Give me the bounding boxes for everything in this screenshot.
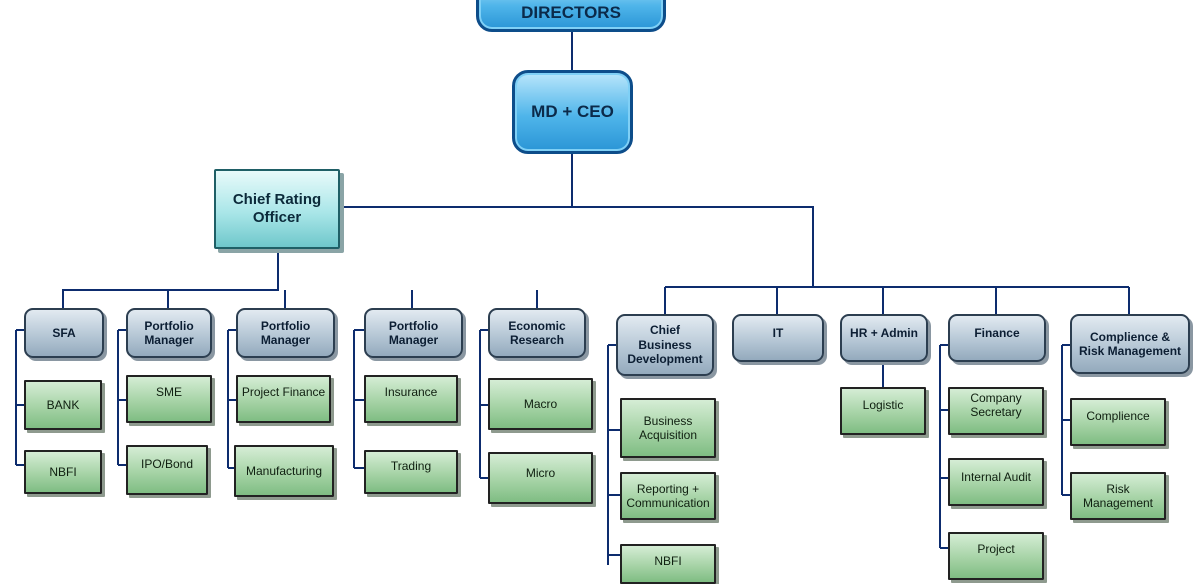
unit-head-portfolio-manager-1: Portfolio Manager <box>126 308 212 358</box>
line-sfa-children <box>15 329 24 466</box>
line-cro-bus <box>62 248 538 308</box>
connector-paths <box>15 30 1130 565</box>
leaf-label: Macro <box>523 396 558 411</box>
unit-head-label: Finance <box>974 326 1020 340</box>
line-fin-children <box>939 344 948 549</box>
unit-head-hr-admin: HR + Admin <box>840 314 928 362</box>
leaf-label: Project <box>977 542 1015 556</box>
line-cbd-children <box>607 344 620 565</box>
line-pm1-children <box>117 329 126 466</box>
leaf-internal-audit: Internal Audit <box>948 458 1044 506</box>
leaf-company-secretary: Company Secretary <box>948 387 1044 435</box>
md-ceo-box: MD + CEO <box>512 70 633 154</box>
leaf-label: Logistic <box>862 398 904 412</box>
connector-lines <box>15 30 1130 565</box>
leaf-nbfi-sfa: NBFI <box>24 450 102 494</box>
unit-head-label: Portfolio Manager <box>144 318 194 347</box>
leaf-nbfi-cbd: NBFI <box>620 544 716 584</box>
leaf-sme: SME <box>126 375 212 423</box>
leaf-risk-management: Risk Management <box>1070 472 1166 520</box>
md-ceo-label: MD + CEO <box>531 101 614 121</box>
unit-head-finance: Finance <box>948 314 1046 362</box>
leaf-manufacturing: Manufacturing <box>234 445 334 497</box>
unit-head-portfolio-manager-3: Portfolio Manager <box>364 308 463 358</box>
leaf-complience: Complience <box>1070 398 1166 446</box>
unit-head-label: SFA <box>52 325 76 340</box>
unit-head-it: IT <box>732 314 824 362</box>
leaf-label: Manufacturing <box>245 463 323 478</box>
leaf-label: Trading <box>390 459 432 473</box>
leaf-label: NBFI <box>654 554 682 568</box>
leaf-label: Business Acquisition <box>638 413 698 442</box>
leaf-ipo-bond: IPO/Bond <box>126 445 208 495</box>
unit-head-portfolio-manager-2: Portfolio Manager <box>236 308 335 358</box>
leaf-label: Micro <box>525 466 556 480</box>
unit-head-label: Economic Research <box>508 318 566 347</box>
leaf-label: Project Finance <box>241 385 326 399</box>
leaf-trading: Trading <box>364 450 458 494</box>
leaf-macro: Macro <box>488 378 593 430</box>
leaf-label: Insurance <box>384 385 438 399</box>
unit-head-economic-research: Economic Research <box>488 308 586 358</box>
directors-label: DIRECTORS <box>521 2 621 22</box>
leaf-label: Reporting + Communication <box>626 481 710 510</box>
line-ceo-trunk <box>278 152 814 287</box>
leaf-micro: Micro <box>488 452 593 504</box>
leaf-label: IPO/Bond <box>140 457 194 471</box>
line-risk-children <box>1061 344 1070 496</box>
unit-head-chief-business-development: Chief Business Development <box>616 314 714 376</box>
chief-rating-officer-label: Chief Rating Officer <box>232 191 322 226</box>
unit-head-label: Chief Business Development <box>627 323 703 367</box>
unit-head-sfa: SFA <box>24 308 104 358</box>
unit-head-label: HR + Admin <box>850 326 918 340</box>
leaf-project-finance: Project Finance <box>236 375 331 423</box>
leaf-insurance: Insurance <box>364 375 458 423</box>
leaf-label: Internal Audit <box>960 470 1032 484</box>
leaf-reporting-communication: Reporting + Communication <box>620 472 716 520</box>
leaf-label: Complience <box>1086 409 1150 423</box>
leaf-project: Project <box>948 532 1044 580</box>
line-pm2-children <box>227 329 236 469</box>
leaf-business-acquisition: Business Acquisition <box>620 398 716 458</box>
line-ceo-bus <box>664 286 1130 314</box>
unit-head-label: Complience & Risk Management <box>1078 329 1182 358</box>
leaf-label: Company Secretary <box>970 391 1022 420</box>
leaf-label: BANK <box>46 397 80 412</box>
line-pm3-children <box>353 329 364 469</box>
unit-head-label: IT <box>772 326 784 340</box>
unit-head-label: Portfolio Manager <box>260 318 311 347</box>
directors-box: DIRECTORS <box>476 0 666 32</box>
leaf-logistic: Logistic <box>840 387 926 435</box>
leaf-label: SME <box>155 385 182 399</box>
line-econ-children <box>479 329 488 479</box>
unit-head-complience-risk: Complience & Risk Management <box>1070 314 1190 374</box>
leaf-bank: BANK <box>24 380 102 430</box>
leaf-label: Risk Management <box>1082 481 1154 510</box>
leaf-label: NBFI <box>49 464 77 479</box>
chief-rating-officer-box: Chief Rating Officer <box>214 169 340 249</box>
unit-head-label: Portfolio Manager <box>388 318 439 347</box>
